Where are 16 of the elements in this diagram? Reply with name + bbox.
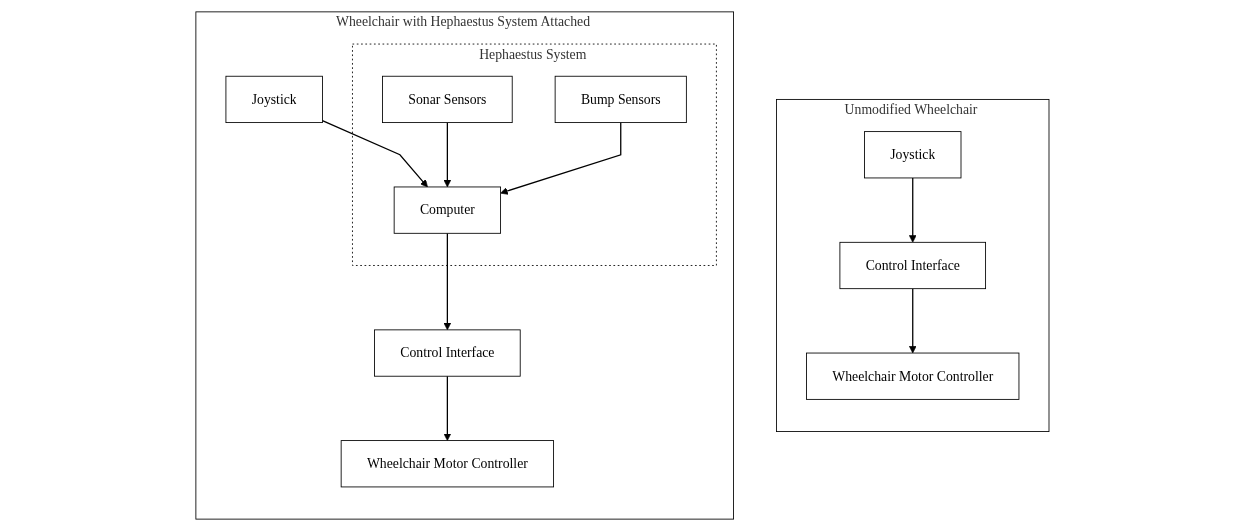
node-box: Joystick (225, 75, 323, 124)
node-box: Computer (393, 186, 501, 234)
arrow (321, 120, 428, 188)
node-box: Sonar Sensors (381, 75, 513, 124)
node-box: Joystick (863, 131, 961, 179)
node-box: Control Interface (839, 241, 986, 290)
node-box: Bump Sensors (554, 75, 687, 124)
arrow (499, 121, 621, 195)
arrow (908, 177, 917, 243)
arrow (443, 232, 451, 331)
node-box: Control Interface (373, 329, 521, 377)
arrow (443, 375, 451, 441)
arrow (908, 288, 917, 354)
node-box: Wheelchair Motor Controller (805, 352, 1019, 400)
arrow (443, 121, 451, 188)
node-box: Wheelchair Motor Controller (340, 440, 554, 488)
